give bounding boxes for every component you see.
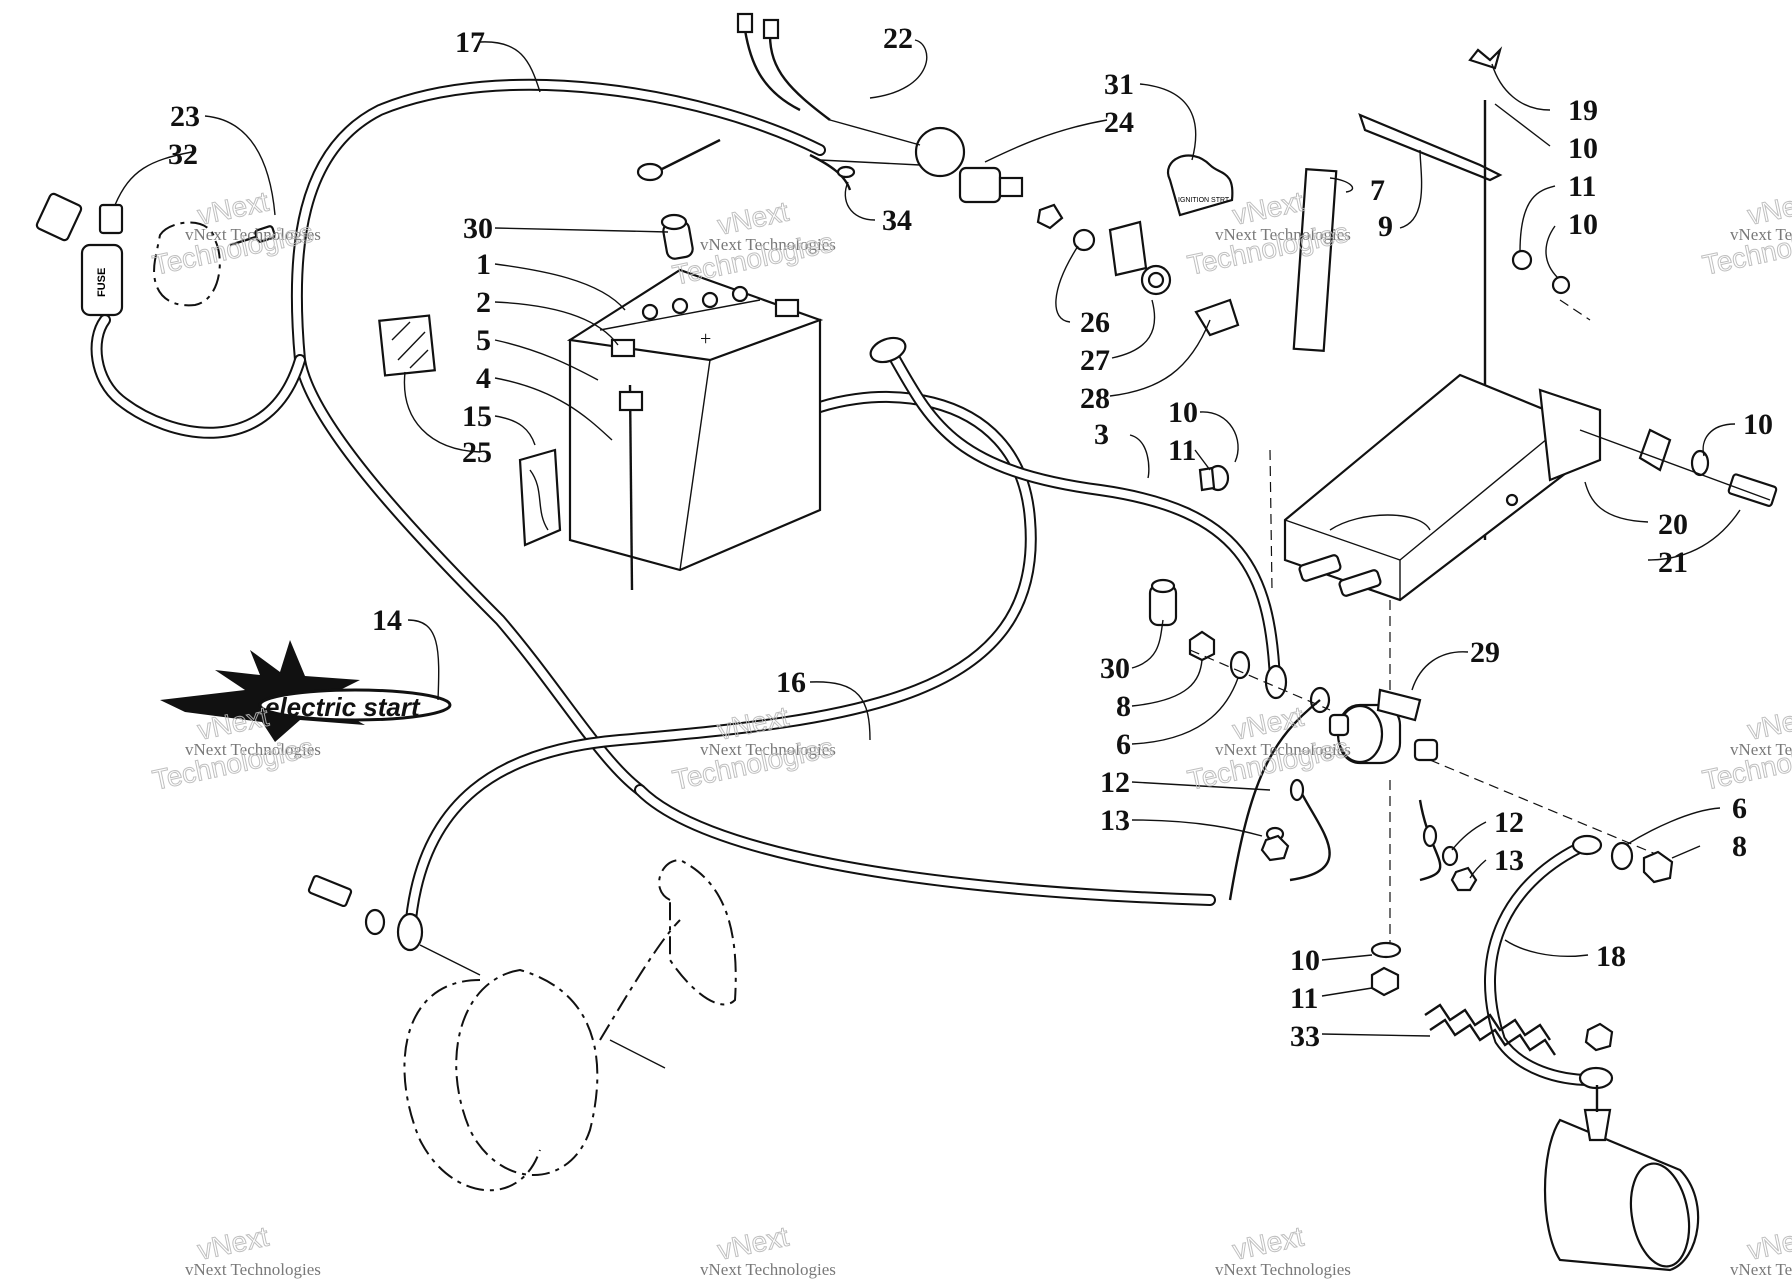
svg-text:vNext Technologies: vNext Technologies [700,1260,836,1279]
callout-4: 4 [476,362,491,395]
callout-20: 20 [1658,508,1688,541]
callout-21: 21 [1658,546,1688,579]
watermark: vNext Technologies vNext Technologies [1699,185,1792,281]
callout-11-b: 11 [1168,434,1196,467]
callout-15: 15 [462,400,492,433]
callout-13-b: 13 [1494,844,1524,877]
callout-1: 1 [476,248,491,281]
svg-text:vNext Technologies: vNext Technologies [1215,225,1351,244]
callout-18: 18 [1596,940,1626,973]
svg-text:vNext Technologies: vNext Technologies [185,1260,321,1279]
fuse-label: FUSE [96,268,108,297]
leader-lines [114,39,1741,1037]
callout-11-c: 11 [1290,982,1318,1015]
ignition-switch: IGNITION STRT [636,12,1240,337]
callout-26: 26 [1080,306,1110,339]
callout-12-a: 12 [1100,766,1130,799]
callout-10-d: 10 [1743,408,1773,441]
callout-24: 24 [1104,106,1134,139]
callout-28: 28 [1080,382,1110,415]
callout-10-b: 10 [1568,208,1598,241]
terminal-boot-top [660,213,694,260]
svg-text:vNext Technologies: vNext Technologies [700,740,836,759]
callout-11-a: 11 [1568,170,1596,203]
watermark: vNext Technologies vNext Technologies [1699,700,1792,796]
callout-23: 23 [170,100,200,133]
svg-text:vNext Technologies: vNext Technologies [185,740,321,759]
callout-30-bottom: 30 [1100,652,1130,685]
solenoid-wires [1228,699,1478,901]
callout-10-e: 10 [1290,944,1320,977]
svg-text:vNext Technologies: vNext Technologies [1215,740,1351,759]
starter-cable-18 [1483,834,1674,1090]
svg-text:vNext Technologies: vNext Technologies [1730,1260,1792,1279]
decal-text: IGNITION STRT [1178,197,1230,204]
callout-34: 34 [882,204,912,237]
callout-8-a: 8 [1116,690,1131,723]
left-hardware [1198,449,1273,591]
watermark: vNext Technologies vNext [1215,1220,1351,1279]
callout-22: 22 [883,22,913,55]
battery-cable-16 [404,390,1037,936]
decal-25 [378,314,436,377]
callout-30-top: 30 [463,212,493,245]
callout-6-a: 6 [1116,728,1131,761]
callout-10-a: 10 [1568,132,1598,165]
callout-8-b: 8 [1732,830,1747,863]
starter-motor [1543,1085,1700,1272]
watermark: vNext Technologies vNext [700,1220,836,1279]
watermark: vNext Technologies vNext [185,1220,321,1279]
callout-12-b: 12 [1494,806,1524,839]
watermark: vNext Technologies vNext Technologies [669,195,836,291]
callout-10-c: 10 [1168,396,1198,429]
callout-19: 19 [1568,94,1598,127]
callout-32: 32 [168,138,198,171]
callout-29: 29 [1470,636,1500,669]
solenoid-hardware [1148,578,1331,714]
fuse-holder: FUSE [35,192,276,317]
callout-9: 9 [1378,210,1393,243]
callout-labels: 17 22 23 32 31 24 30 34 1 2 5 4 15 25 26… [168,22,1773,1053]
callout-14: 14 [372,604,402,637]
svg-text:vNext Technologies: vNext Technologies [700,235,836,254]
logo-text: electric start [265,692,421,722]
watermark: vNext Technologies vNext Technologies [1184,700,1351,796]
callout-2: 2 [476,286,491,319]
battery-pad [518,448,562,547]
callout-13-a: 13 [1100,804,1130,837]
callout-16: 16 [776,666,806,699]
main-wiring-harness [90,78,1216,906]
callout-27: 27 [1080,344,1110,377]
callout-6-b: 6 [1732,792,1747,825]
svg-text:+: + [700,328,711,350]
svg-text:vNext Technologies: vNext Technologies [1730,740,1792,759]
electric-start-logo: electric start [160,640,452,742]
callout-25: 25 [462,436,492,469]
battery: + [566,268,824,591]
tray-hardware [1579,428,1778,507]
callout-5: 5 [476,324,491,357]
spring [1424,1003,1556,1056]
callout-3: 3 [1094,418,1109,451]
engine-flywheel-outline [403,858,737,1192]
battery-tray [1283,46,1602,602]
svg-text:vNext Technologies: vNext Technologies [1730,225,1792,244]
callout-31: 31 [1104,68,1134,101]
battery-cable-3 [869,336,1288,700]
callout-7: 7 [1370,174,1385,207]
starter-solenoid [1328,600,1671,997]
svg-text:vNext Technologies: vNext Technologies [1215,1260,1351,1279]
svg-text:vNext Technologies: vNext Technologies [185,225,321,244]
watermark: vNext Technologies vNext [1730,1220,1792,1279]
callout-17: 17 [455,26,485,59]
callout-33: 33 [1290,1020,1320,1053]
engine-ground [307,874,481,976]
